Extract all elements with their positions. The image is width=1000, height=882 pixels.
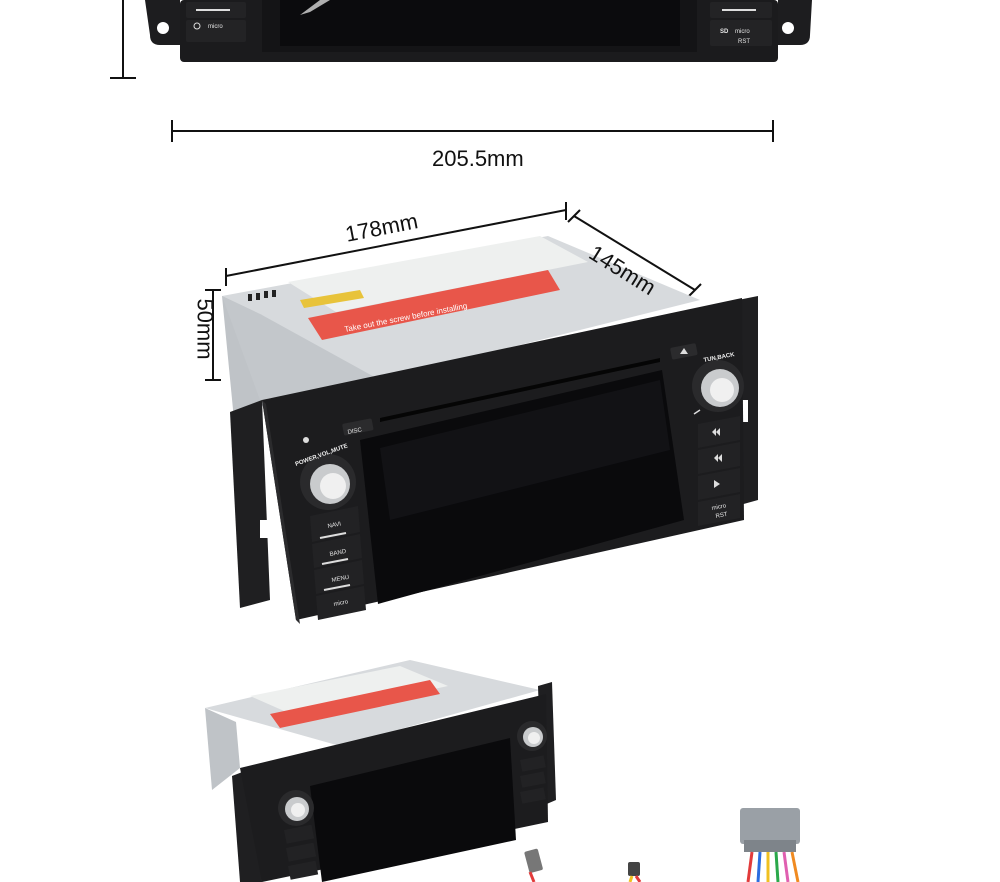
main-unit-angled-view: Take out the screw before installing DIS… (205, 202, 758, 624)
bottom-unit-with-harness (205, 660, 800, 882)
depth-dimension-line (573, 215, 696, 291)
menu-label: MENU (331, 575, 349, 584)
warning-band (308, 270, 560, 340)
left-sd-slot[interactable] (316, 586, 366, 620)
svg-text:SD: SD (720, 29, 729, 35)
right-sd-slot[interactable] (698, 494, 740, 526)
right-knob-label: TUN,BACK (703, 352, 736, 364)
wiring-harness (524, 808, 800, 882)
navi-label: NAVI (327, 521, 342, 530)
disc-button-label: DISC (347, 427, 363, 436)
left-button-column: NAVI BAND MENU micro (310, 506, 366, 620)
top-right-rst-label: RST (738, 39, 750, 45)
right-rst-label: RST (715, 512, 728, 520)
width-dimension-line (171, 120, 774, 142)
band-label: BAND (329, 549, 347, 558)
right-button-column: micro RST (693, 409, 740, 526)
top-right-micro-label: micro (735, 29, 750, 35)
product-sticker (288, 236, 588, 312)
left-sd-label: micro (333, 599, 349, 608)
menu-button[interactable] (314, 560, 364, 594)
top-unit-front-view: micro micro RST SD (110, 0, 812, 79)
navi-button[interactable] (310, 506, 360, 542)
disc-slot (380, 358, 660, 422)
front-width-dimension-line (225, 209, 567, 277)
right-sd-label: micro (711, 503, 727, 512)
top-left-micro-label: micro (208, 24, 223, 30)
band-button[interactable] (312, 534, 362, 568)
height-dimension-label: 50mm (192, 298, 218, 360)
width-dimension-label: 205.5mm (432, 146, 524, 171)
